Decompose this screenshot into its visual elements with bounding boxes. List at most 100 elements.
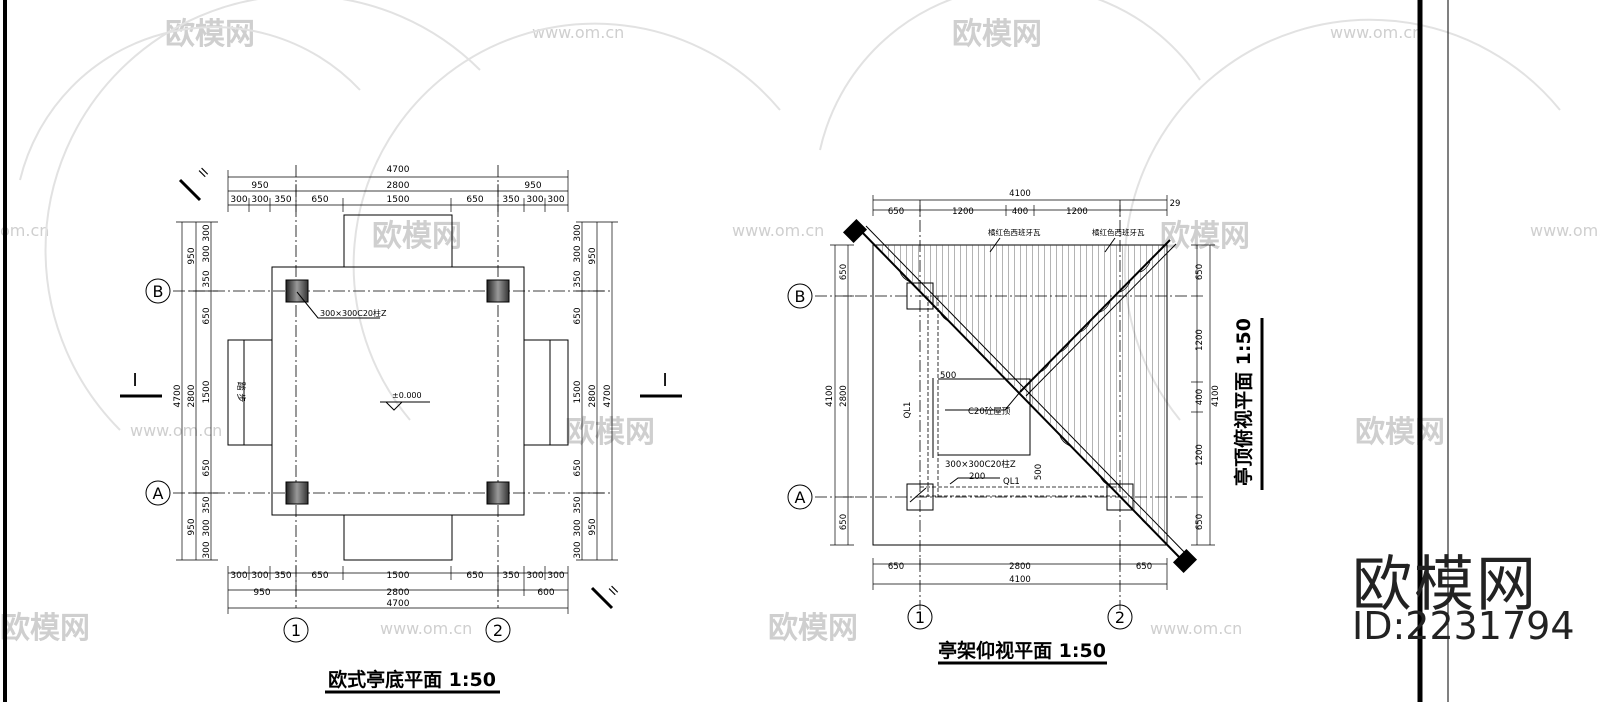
dim-text: 1500 xyxy=(573,380,583,403)
id-label: ID:2231794 xyxy=(1352,604,1575,648)
dim-overall: 4100 xyxy=(825,385,835,407)
dim-text: 2800 xyxy=(1009,562,1031,572)
watermark-site: www.om.cn xyxy=(732,221,824,240)
dim-text: 300 xyxy=(573,245,583,262)
beam-label: QL1 xyxy=(1003,477,1020,487)
watermark-site: www.om.cn xyxy=(532,23,624,42)
dim-text: 350 xyxy=(502,195,519,205)
plan-title: 亭架仰视平面 1:50 xyxy=(938,639,1106,662)
plan-base xyxy=(120,165,682,694)
dim-text: 1200 xyxy=(1066,207,1088,217)
plan-base-text: 4700 950 2800 950 300 300 350 650 1500 6… xyxy=(132,165,667,691)
dim-text: 300 xyxy=(526,195,543,205)
dim-text: 300 xyxy=(202,245,212,262)
watermark-site: www.om.cn xyxy=(1330,23,1422,42)
dim-text: 350 xyxy=(573,496,583,513)
dim-text: 300 xyxy=(547,195,564,205)
column xyxy=(906,483,934,511)
dim-text: 1200 xyxy=(1195,329,1205,351)
dim-ticks xyxy=(176,170,618,614)
watermark-site: om.cn xyxy=(0,221,49,240)
watermark-brand: 欧模网 xyxy=(1160,219,1250,254)
column xyxy=(285,279,309,303)
dim-text: 2800 xyxy=(387,181,410,191)
step-top xyxy=(343,214,453,268)
axis-label: 1 xyxy=(915,608,925,627)
dim-text: 650 xyxy=(1195,264,1205,280)
dim-text: 650 xyxy=(202,459,212,476)
axis-label: A xyxy=(795,488,806,507)
section-mark xyxy=(178,178,202,202)
dim-text: 300 xyxy=(230,571,247,581)
axis-label: A xyxy=(153,484,164,503)
dim-text: 650 xyxy=(202,307,212,324)
section-label: II xyxy=(606,583,621,598)
section-label: I xyxy=(662,370,667,391)
dim-text: 2800 xyxy=(387,588,410,598)
dim-overall: 4700 xyxy=(387,165,410,175)
dim-overall: 4700 xyxy=(173,384,183,407)
dim-text: 350 xyxy=(274,571,291,581)
dim-text: 950 xyxy=(588,518,598,535)
watermark-site: www.om.cn xyxy=(380,619,472,638)
watermark-site: www.om.cn xyxy=(1530,221,1600,240)
note-column: 300×300C20柱Z xyxy=(945,459,1016,470)
dim-text: 650 xyxy=(839,264,849,280)
dim-text: 300 xyxy=(202,224,212,241)
step-bottom xyxy=(343,514,453,561)
dim-text: 1500 xyxy=(387,195,410,205)
plan-underside-text: 4100 650 1200 400 1200 29 650 2800 650 4… xyxy=(795,189,1221,662)
axis-bubble xyxy=(787,283,813,309)
dim-text: 400 xyxy=(1195,389,1205,405)
grid-axes xyxy=(815,200,1190,610)
dim-text: 300 xyxy=(573,224,583,241)
step-label: 踏 步 xyxy=(235,382,247,403)
dim-text: 650 xyxy=(839,514,849,530)
dim-overall: 4700 xyxy=(603,384,613,407)
dim-text: 350 xyxy=(573,270,583,287)
column xyxy=(906,282,934,310)
watermark-brand: 欧模网 xyxy=(0,611,90,646)
axis-bubble xyxy=(907,604,933,630)
beam-lines xyxy=(920,296,1120,497)
dim-text: 200 xyxy=(969,472,985,482)
dim-text: 350 xyxy=(202,270,212,287)
plan-underside xyxy=(787,195,1215,665)
dim-text: 950 xyxy=(588,247,598,264)
axis-label: 2 xyxy=(493,621,503,640)
axis-label: 2 xyxy=(1115,608,1125,627)
dim-text: 650 xyxy=(466,195,483,205)
dim-text: 29 xyxy=(1170,199,1181,209)
section-label: I xyxy=(132,370,137,391)
column xyxy=(486,279,510,303)
watermark-layer: 欧模网 欧模网 欧模网 欧模网 欧模网 欧模网 欧模网 欧模网 www.om.c… xyxy=(0,0,1600,646)
dim-text: 1500 xyxy=(387,571,410,581)
dim-text: 300 xyxy=(573,541,583,558)
dim-text: 300 xyxy=(573,519,583,536)
dim-text: 2800 xyxy=(839,385,849,407)
dim-lines xyxy=(834,199,1211,585)
step-right xyxy=(523,339,569,446)
ridge-tiles xyxy=(899,261,1151,527)
watermark-brand: 欧模网 xyxy=(768,611,858,646)
dim-text: 950 xyxy=(187,518,197,535)
dim-text: 650 xyxy=(1136,562,1152,572)
roof-slab xyxy=(938,378,1031,456)
axis-bubble xyxy=(145,480,171,506)
dim-text: 1200 xyxy=(952,207,974,217)
axis-bubble xyxy=(145,278,171,304)
watermark-site: www.om.cn xyxy=(130,421,222,440)
watermark-brand: 欧模网 xyxy=(565,415,655,450)
brand-logo: 欧模网 xyxy=(1352,550,1538,620)
dim-text: 1500 xyxy=(202,380,212,403)
beam-label: QL1 xyxy=(903,402,913,419)
dim-text: 400 xyxy=(1012,207,1028,217)
dim-text: 300 xyxy=(251,195,268,205)
dim-text: 650 xyxy=(466,571,483,581)
axis-label: B xyxy=(153,282,164,301)
dim-text: 950 xyxy=(253,588,270,598)
dim-text: 2800 xyxy=(187,384,197,407)
section-label: II xyxy=(196,165,211,180)
dim-text: 350 xyxy=(502,571,519,581)
